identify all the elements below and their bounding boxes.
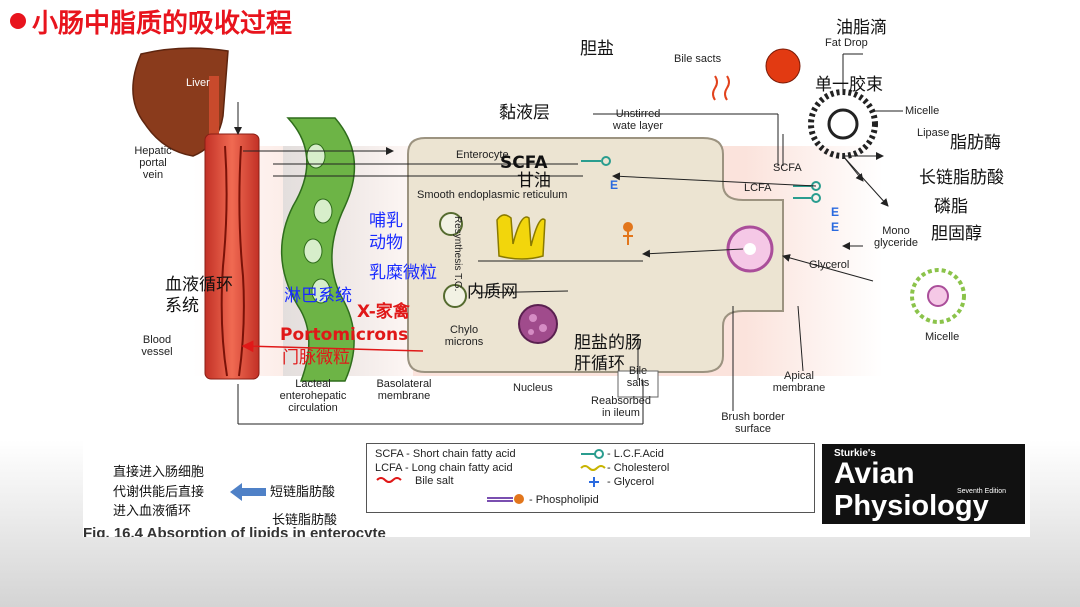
svg-text:E: E [831, 205, 839, 219]
legend-bile: Bile salt [415, 475, 454, 487]
annotation-zhifangmei: 脂肪酶 [950, 133, 1001, 153]
annotation-youzhidi: 油脂滴 [836, 18, 887, 38]
svg-text:E: E [610, 178, 618, 192]
glycerol-label: Glycerol [809, 259, 850, 271]
diagram-panel: E E E [83, 6, 1030, 537]
note-left-3: 进入血液循环 [113, 504, 192, 519]
annotation-danyan: 胆盐 [580, 39, 614, 59]
diagram-graphics: E E E [132, 47, 966, 425]
note-long-chain: 长链脂肪酸 [272, 513, 338, 528]
scfa-lumen-label: SCFA [773, 162, 802, 174]
page-title-text: 小肠中脂质的吸收过程 [32, 9, 293, 39]
annotation-xueyexunhuan: 血液循环 [165, 275, 233, 295]
page-title: 小肠中脂质的吸收过程 [10, 6, 292, 42]
arrow-left-icon [230, 483, 266, 501]
annotation-xitong: 系统 [165, 296, 199, 316]
fat-drop-label: Fat Drop [825, 37, 868, 49]
annotation-ganyou: 甘油 [517, 171, 551, 191]
enterocyte-label: Enterocyte [456, 149, 509, 161]
liver-label: Liver [186, 77, 210, 89]
svg-text:E: E [831, 220, 839, 234]
annotation-menmaiweili: 门脉微粒 [282, 348, 350, 368]
annotation-nianyeceng: 黏液层 [499, 103, 550, 123]
micelle-mid-shape [726, 225, 774, 273]
figure-caption: Fig. 16.4 Absorption of lipids in entero… [83, 525, 386, 537]
annotation-neizhiwang: 内质网 [467, 282, 518, 302]
legend-box: SCFA - Short chain fatty acid LCFA - Lon… [366, 443, 815, 513]
micelle-right-shape [910, 268, 966, 324]
micelle-top-label: Micelle [905, 105, 940, 117]
annotation-linba: 淋巴系统 [284, 286, 352, 306]
ser-shape [496, 214, 546, 260]
bullet-dot [10, 13, 26, 29]
annotation-buru: 哺乳 [369, 211, 403, 231]
annotation-rumiweili: 乳糜微粒 [369, 263, 437, 283]
note-short-chain: 短链脂肪酸 [270, 485, 336, 500]
annotation-portomicrons: Portomicrons [280, 325, 409, 345]
nucleus-shape [518, 304, 558, 344]
resynthesis-label: Resynthesis T.G. [452, 216, 463, 292]
annotation-danyan-changgan-1: 胆盐的肠 [574, 333, 642, 353]
legend-scfa: SCFA - Short chain fatty acid [375, 448, 516, 460]
annotation-danyan-changgan-2: 肝循环 [574, 354, 625, 374]
book-title-line2: Physiology [834, 490, 989, 522]
lipase-label: Lipase [917, 127, 950, 139]
legend-phospholipid: - Phospholipid [529, 494, 599, 506]
note-left-2: 代谢供能后直接 [113, 485, 205, 500]
book-brand: Sturkie's [834, 448, 876, 459]
legend-cholesterol: - Cholesterol [607, 462, 670, 474]
fat-drop-shape [765, 48, 801, 84]
enterocyte-shape [407, 137, 784, 373]
lcfa-label: LCFA [744, 182, 772, 194]
bile-sacts-label: Bile sacts [674, 53, 722, 65]
book-edition: Seventh Edition [957, 488, 1007, 495]
avian-physiology-logo: Sturkie's Avian Seventh Edition Physiolo… [822, 444, 1025, 524]
annotation-scfa: SCFA [500, 153, 548, 173]
annotation-changlian: 长链脂肪酸 [919, 168, 1004, 188]
legend-lcfa: LCFA - Long chain fatty acid [375, 462, 513, 474]
nucleus-label: Nucleus [513, 382, 553, 394]
annotation-danyijiaoshu: 单一胶束 [815, 75, 883, 95]
note-left-1: 直接进入肠细胞 [113, 465, 205, 480]
annotation-danguchun: 胆固醇 [931, 224, 982, 244]
annotation-linzhi: 磷脂 [934, 197, 968, 217]
legend-lcf-acid: - L.C.F.Acid [607, 448, 664, 460]
legend-glycerol: - Glycerol [607, 476, 655, 488]
annotation-dongwu: 动物 [369, 233, 403, 253]
liver-shape [132, 47, 229, 157]
micelle-bottom-label: Micelle [925, 331, 960, 343]
annotation-xjiaqin: X-家禽 [357, 302, 410, 322]
book-title-line1: Avian [834, 457, 915, 490]
ser-label: Smooth endoplasmic reticulum [417, 189, 568, 201]
blood-vessel-shape [204, 133, 260, 380]
